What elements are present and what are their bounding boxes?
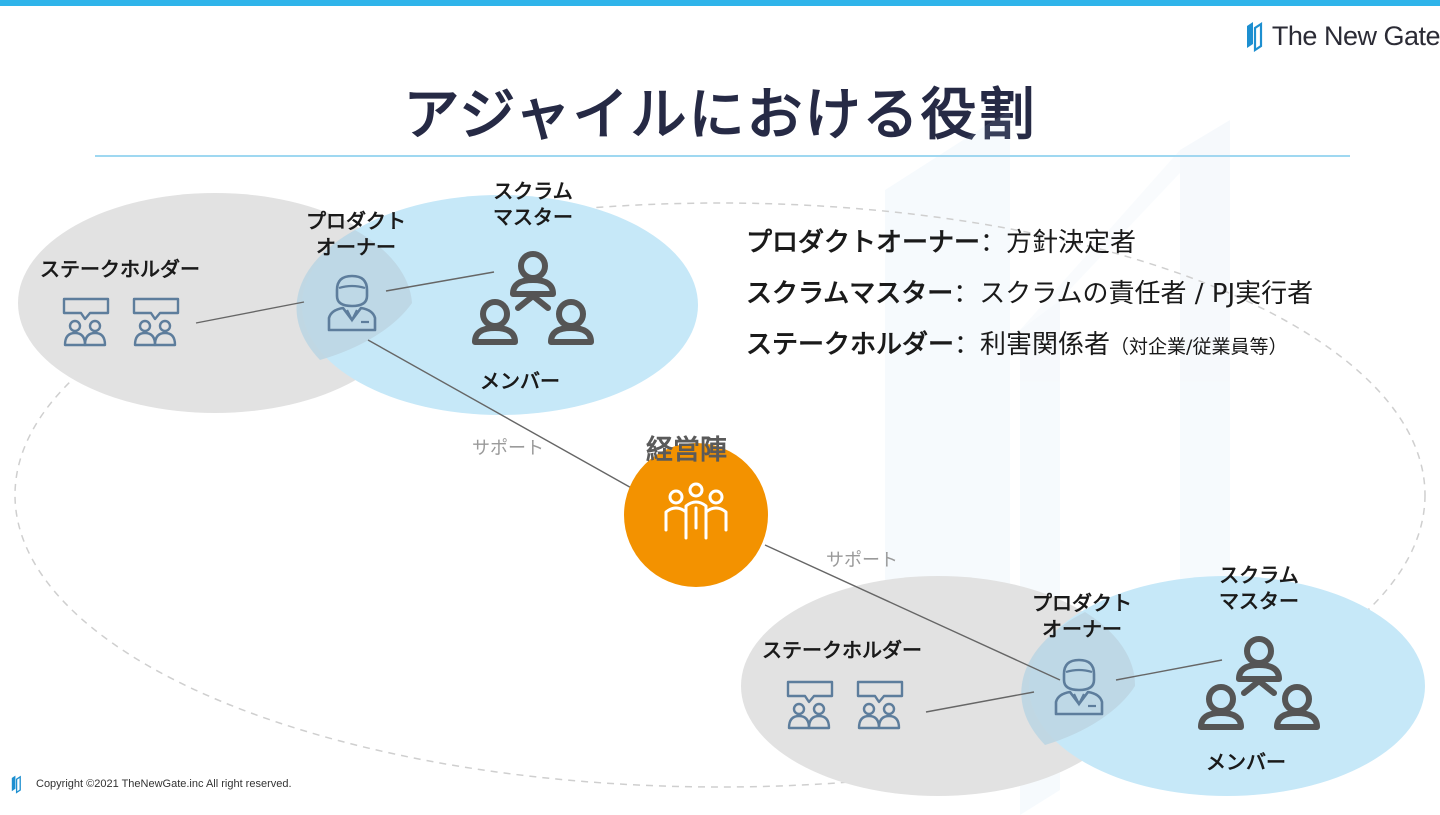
overlap-zone-bottom [1021,612,1136,745]
role-legend: プロダクトオーナー：方針決定者 スクラムマスター：スクラムの責任者 / PJ実行… [746,218,1313,373]
management-group-icon [664,482,728,540]
legend-term: プロダクトオーナー [746,228,981,258]
copyright-text: Copyright ©2021 TheNewGate.inc All right… [36,778,292,790]
top-accent-bar [0,0,1440,6]
stakeholder-label-bottom: ステークホルダー [762,638,922,662]
members-label-bottom: メンバー [1206,750,1286,774]
overlap-zone-top [296,230,412,360]
organization-boundary [14,202,1426,788]
members-label-top: メンバー [480,369,560,393]
product-owner-label-bottom: プロダクト オーナー [1032,591,1132,641]
stakeholder-label-top: ステークホルダー [40,257,200,281]
scrum-master-label-bottom: スクラム マスター [1219,563,1299,613]
gate-logo-icon [1246,21,1263,52]
support-label-bottom: サポート [826,550,898,571]
legend-description: 方針決定者 [1006,228,1137,258]
support-label-top: サポート [472,438,544,459]
legend-row-scrum-master: スクラムマスター：スクラムの責任者 / PJ実行者 [746,269,1313,320]
management-label: 経営陣 [646,435,727,466]
brand-logo: The New Gate [1244,18,1440,54]
scrum-master-label-top: スクラム マスター [493,179,573,229]
footer: Copyright ©2021 TheNewGate.inc All right… [10,773,292,795]
legend-description: スクラムの責任者 / PJ実行者 [979,279,1314,309]
legend-description: 利害関係者 [980,330,1111,360]
legend-term: ステークホルダー [746,330,955,360]
title-divider [95,155,1350,157]
connector-lines [195,271,1223,713]
legend-separator: ： [980,228,1007,258]
legend-note: （対企業/従業員等） [1110,336,1288,358]
legend-separator: ： [953,279,980,309]
slide-title: アジャイルにおける役割 [403,83,1037,148]
brand-name: The New Gate [1271,20,1440,51]
product-owner-label-top: プロダクト オーナー [306,209,406,259]
gate-logo-icon [11,775,21,794]
stakeholder-zone-top [18,193,412,413]
stakeholder-zone-bottom [741,576,1135,796]
legend-term: スクラムマスター [746,279,954,309]
legend-separator: ： [954,330,981,360]
legend-row-product-owner: プロダクトオーナー：方針決定者 [746,218,1313,269]
legend-row-stakeholder: ステークホルダー：利害関係者（対企業/従業員等） [746,320,1313,373]
